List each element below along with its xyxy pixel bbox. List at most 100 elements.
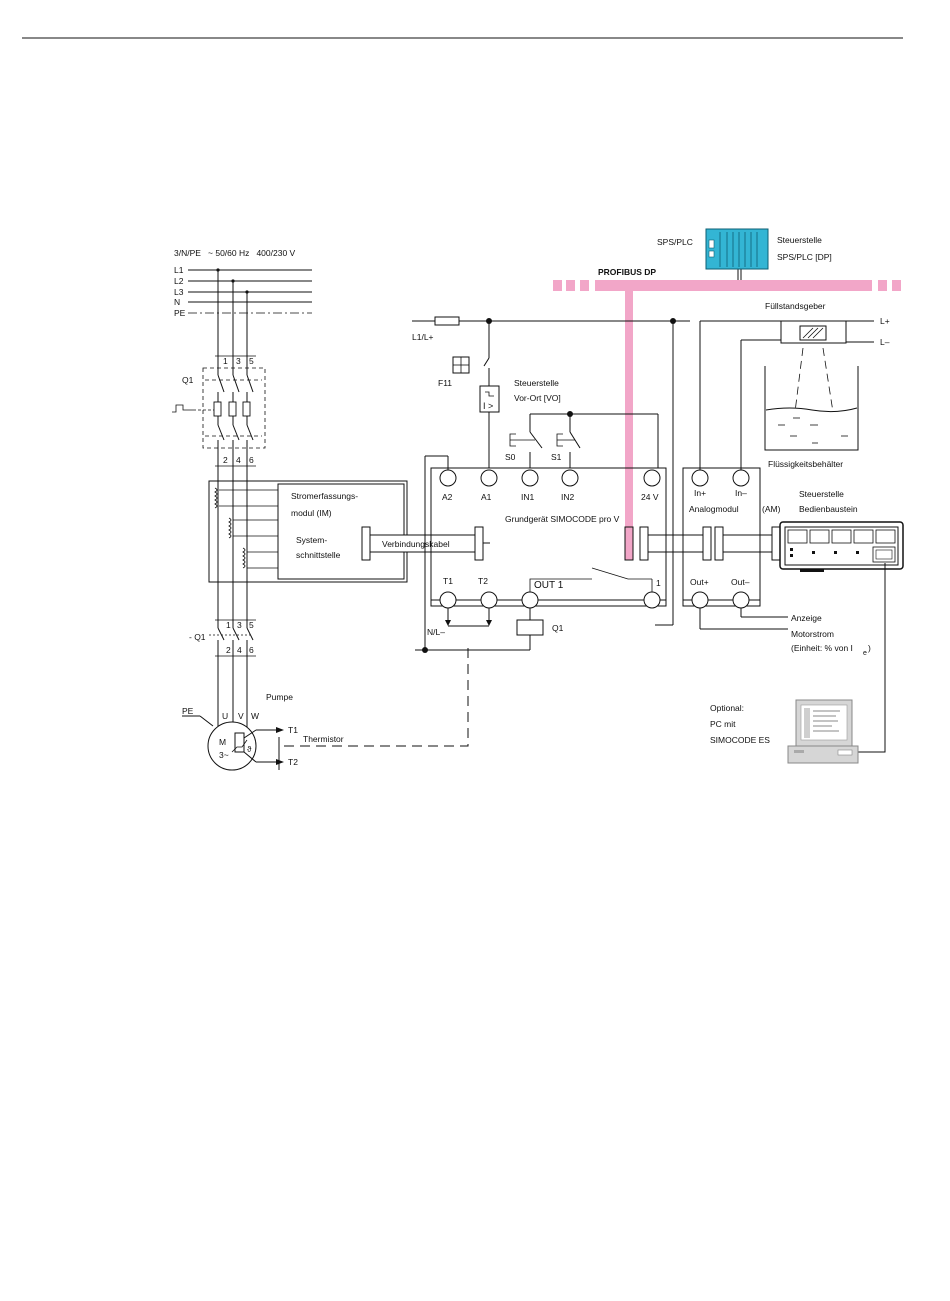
thermistor-link bbox=[284, 642, 469, 747]
motor-phase-v: V bbox=[238, 711, 244, 721]
q1-circuit-breaker: Q1 1 3 5 2 4 6 bbox=[172, 355, 266, 467]
basic-unit-enclosure bbox=[430, 467, 667, 607]
analog-module: In+ In– Analogmodul (AM) Out+ Out– bbox=[682, 467, 788, 630]
terminal-out1-label: 1 bbox=[656, 578, 661, 588]
fuse-symbol bbox=[434, 316, 460, 326]
system-interface-label-line2: schnittstelle bbox=[296, 550, 341, 560]
arrow-icon bbox=[276, 727, 284, 733]
thermistor-label: Thermistor bbox=[303, 734, 344, 744]
motor-phase-u: U bbox=[222, 711, 228, 721]
cable-body bbox=[369, 534, 476, 553]
motor-title: Pumpe bbox=[266, 692, 293, 702]
profibus-connector bbox=[624, 526, 634, 561]
control-supply-l1-label: L1/L+ bbox=[412, 332, 434, 342]
contactor-terminal-4: 4 bbox=[237, 645, 242, 655]
local-control-station: Steuerstelle Vor-Ort [VO] S0 S1 bbox=[505, 378, 659, 468]
operator-panel-label-line2: Bedienbaustein bbox=[799, 504, 858, 514]
n-l-label: N/L– bbox=[427, 627, 445, 637]
motor-t2-label: T2 bbox=[288, 757, 298, 767]
phase-lines bbox=[217, 270, 248, 735]
arrow-icon bbox=[445, 620, 451, 626]
optional-pc: Optional: PC mit SIMOCODE ES bbox=[710, 699, 859, 764]
s1-label: S1 bbox=[551, 452, 562, 462]
level-sensor-lplus: L+ bbox=[880, 316, 890, 326]
display-info: Anzeige Motorstrom (Einheit: % von I e ) bbox=[791, 613, 871, 657]
analog-module-abbr: (AM) bbox=[762, 504, 781, 514]
basic-unit-title: Grundgerät SIMOCODE pro V bbox=[505, 514, 620, 524]
terminal-t1-label: T1 bbox=[443, 576, 453, 586]
panel-test-button bbox=[872, 546, 896, 563]
terminal-out1-common bbox=[521, 591, 539, 609]
current-module-label-line2: modul (IM) bbox=[291, 508, 332, 518]
q1-terminal-1: 1 bbox=[223, 356, 228, 366]
terminal-out-plus bbox=[691, 591, 709, 609]
conductor-l3-label: L3 bbox=[174, 287, 184, 297]
motor-t1-label: T1 bbox=[288, 725, 298, 735]
panel-led bbox=[812, 551, 815, 554]
motor-phase-w: W bbox=[251, 711, 259, 721]
q1-terminal-6: 6 bbox=[249, 455, 254, 465]
profibus-bus-bar bbox=[595, 280, 872, 291]
in-plus-label: In+ bbox=[694, 488, 706, 498]
q1-thermal-trip bbox=[228, 401, 237, 417]
ct-coil-icon bbox=[242, 547, 246, 569]
coil-q1-label: Q1 bbox=[552, 623, 564, 633]
display-label-close: ) bbox=[868, 643, 871, 653]
plc-title-line1: Steuerstelle bbox=[777, 235, 822, 245]
conductor-l1-label: L1 bbox=[174, 265, 184, 275]
contactor-terminal-1: 1 bbox=[226, 620, 231, 630]
display-label-line3: (Einheit: % von I bbox=[791, 643, 853, 653]
cable-plug-left bbox=[361, 526, 371, 561]
terminal-in2-label: IN2 bbox=[561, 492, 575, 502]
terminal-a2 bbox=[439, 469, 457, 487]
optional-pc-line2: PC mit bbox=[710, 719, 736, 729]
terminal-t1 bbox=[439, 591, 457, 609]
panel-button bbox=[853, 529, 874, 544]
thermistor-theta-icon: ϑ bbox=[247, 745, 252, 754]
terminal-in1 bbox=[521, 469, 539, 487]
motor-type-label: 3~ bbox=[219, 750, 229, 760]
thermistor-symbol bbox=[234, 732, 245, 753]
f11-label: F11 bbox=[438, 378, 452, 388]
profibus-drop-line bbox=[625, 291, 633, 527]
terminal-a1 bbox=[480, 469, 498, 487]
display-label-line1: Anzeige bbox=[791, 613, 822, 623]
contactor-terminal-6: 6 bbox=[249, 645, 254, 655]
s0-pushbutton-icon bbox=[509, 433, 535, 447]
supply-section: 3/N/PE ~ 50/60 Hz 400/230 V L1 L2 L3 N P… bbox=[174, 248, 312, 318]
cable-plug-right bbox=[474, 526, 484, 561]
motor-pe-label: PE bbox=[182, 706, 194, 716]
contactor-q1: - Q1 1 3 5 2 4 6 bbox=[189, 619, 256, 657]
cable-label: Verbindungskabel bbox=[382, 539, 450, 549]
motor-m-label: M bbox=[219, 737, 226, 747]
terminal-24v-label: 24 V bbox=[641, 492, 659, 502]
q1-enclosure bbox=[202, 367, 266, 449]
local-control-label-line2: Vor-Ort [VO] bbox=[514, 393, 561, 403]
system-interface-label-line1: System- bbox=[296, 535, 327, 545]
q1-terminal-3: 3 bbox=[236, 356, 241, 366]
operator-panel-label-line1: Steuerstelle bbox=[799, 489, 844, 499]
control-supply: L1/L+ F11 I > bbox=[412, 316, 690, 626]
terminal-24v bbox=[643, 469, 661, 487]
local-control-label-line1: Steuerstelle bbox=[514, 378, 559, 388]
arrow-icon bbox=[486, 620, 492, 626]
ct-coil-icon bbox=[214, 487, 218, 509]
junction-dot bbox=[422, 647, 428, 653]
terminal-in2 bbox=[561, 469, 579, 487]
level-sensor-title: Füllstandsgeber bbox=[765, 301, 826, 311]
q1-actuator-handle bbox=[172, 404, 193, 413]
in-minus-label: In– bbox=[735, 488, 747, 498]
current-module-inner bbox=[277, 483, 405, 580]
contactor-terminal-3: 3 bbox=[237, 620, 242, 630]
current-measuring-module: Stromerfassungs- modul (IM) System- schn… bbox=[208, 480, 408, 583]
connection-cable: Verbindungskabel bbox=[361, 526, 490, 561]
display-label-subscript: e bbox=[863, 650, 867, 657]
terminal-in1-label: IN1 bbox=[521, 492, 535, 502]
current-module-enclosure bbox=[208, 480, 408, 583]
s1-pushbutton-icon bbox=[556, 433, 575, 447]
level-sensor-lminus: L– bbox=[880, 337, 890, 347]
panel-button bbox=[875, 529, 896, 544]
system-bus bbox=[624, 526, 781, 561]
q1-thermal-trip bbox=[242, 401, 251, 417]
